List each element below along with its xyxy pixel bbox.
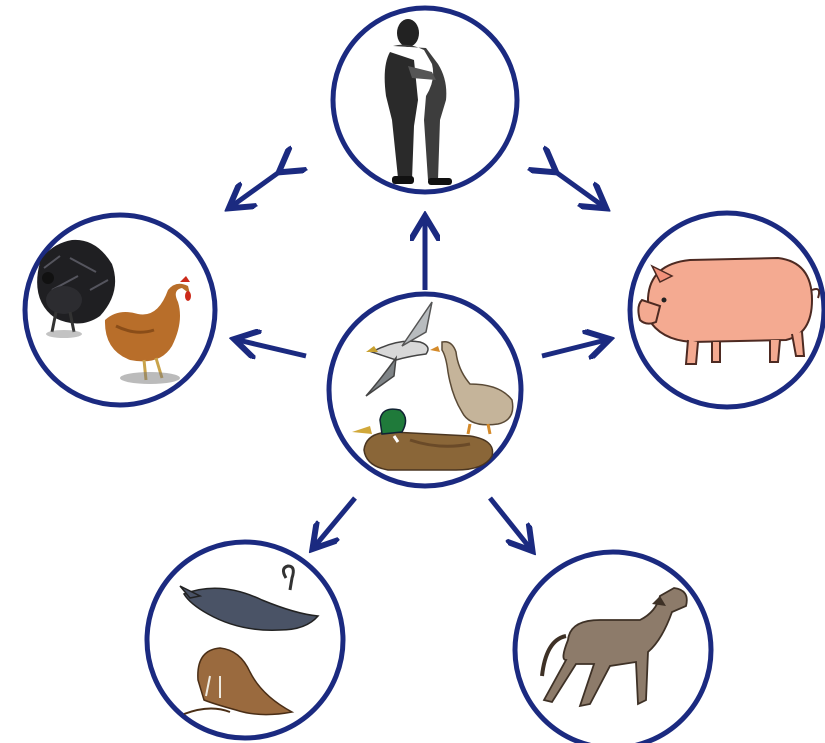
node-poultry <box>25 215 215 405</box>
arrow-human-poultry-two-way <box>232 170 282 206</box>
node-pig <box>630 213 824 407</box>
arrow-center-to-pig <box>542 340 606 356</box>
node-human <box>333 8 517 192</box>
arrow-center-to-poultry <box>238 340 306 356</box>
node-horse <box>515 552 711 743</box>
node-circle <box>333 8 517 192</box>
arrow-center-to-horse <box>490 498 530 548</box>
arrow-human-pig-two-way <box>553 170 603 206</box>
node-wild-waterbirds <box>329 294 521 486</box>
node-marine-mammals <box>147 542 343 738</box>
arrow-center-to-marine-mammals <box>315 498 355 546</box>
